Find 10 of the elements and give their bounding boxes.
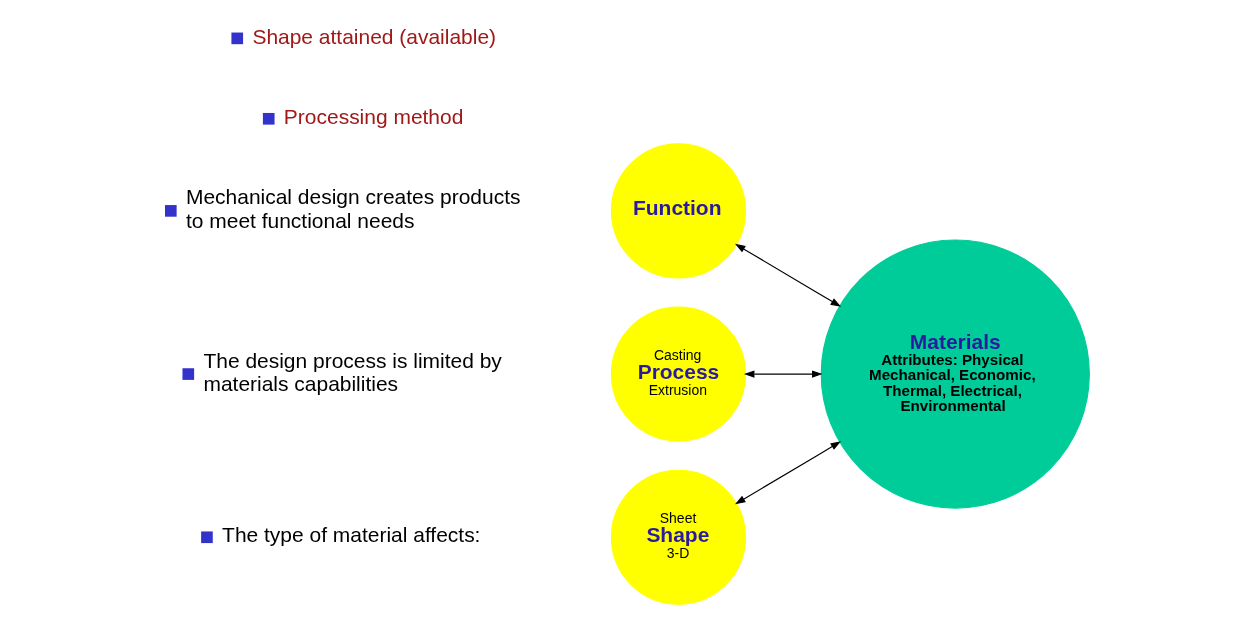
label: The type of material affects: (222, 523, 481, 547)
label: Mechanical design creates products to meet functional needs (185, 185, 521, 232)
label: Shape attained (available) (252, 24, 497, 48)
arrow (734, 441, 842, 505)
arrow (743, 370, 823, 378)
arrow (734, 243, 842, 307)
label: Processing method (283, 104, 464, 128)
node-circle: Casting Process Extrusion (610, 306, 747, 442)
node-circle: Materials Attributes: Physical Mechanical, Economic, Thermal, Electrical, Environmental (820, 239, 1090, 509)
label: The design process is limited by materials capabilities (203, 348, 502, 395)
